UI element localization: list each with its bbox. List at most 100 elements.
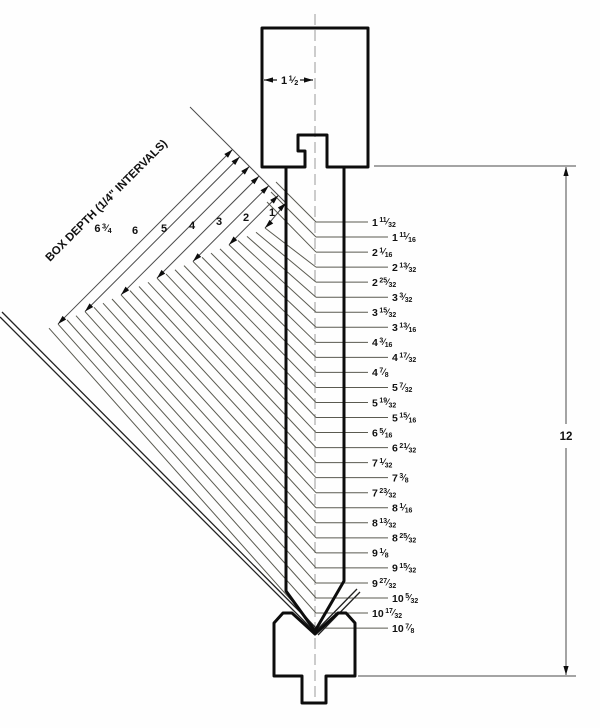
depth-leader-diagonal [57, 323, 317, 614]
dimension-arrowhead [250, 176, 260, 185]
depth-leader-diagonal [174, 269, 317, 418]
sheet-line [0, 316, 316, 633]
dimension-arrowhead [231, 156, 240, 165]
die [272, 611, 357, 705]
depth-leader-diagonal [210, 252, 317, 358]
depth-leader-diagonal [237, 240, 317, 313]
dimension-arrowhead [264, 77, 273, 83]
depth-leader-diagonal [275, 181, 317, 223]
box-depth-arm [84, 156, 241, 312]
depth-leader-diagonal [84, 311, 317, 569]
depth-leader-diagonal [264, 227, 317, 268]
depth-leader-diagonal [246, 235, 317, 298]
box-depth-label: 6 [132, 225, 138, 237]
depth-leader-diagonal [270, 191, 317, 238]
dimension-arrowhead [85, 303, 94, 312]
depth-leader-diagonal [183, 265, 317, 403]
box-depth-label: 4 [189, 220, 196, 232]
axis-line [189, 106, 287, 204]
box-depth-label: 5 [161, 223, 167, 235]
depth-leader-diagonal [165, 273, 317, 433]
depth-leader-diagonal [102, 302, 317, 539]
depth-leader-diagonal [219, 248, 317, 343]
depth-leader-diagonal [111, 298, 317, 524]
dimension-arrowhead [304, 77, 313, 83]
depth-leader-diagonal [129, 290, 317, 494]
dimension-arrowhead [193, 253, 202, 262]
dimension-arrowhead [121, 286, 130, 295]
dimension-arrowhead [58, 315, 67, 325]
box-depth-label: 2 [243, 212, 249, 224]
punch-blade [284, 167, 346, 633]
sheet-line [1, 311, 317, 629]
depth-leader-diagonal [93, 307, 317, 554]
overall-height-label: 12 [560, 431, 573, 443]
dimension-arrowhead [241, 166, 250, 175]
sheet-line [314, 588, 358, 633]
depth-leader-diagonal [192, 261, 317, 388]
dimension-arrowhead [157, 269, 166, 279]
box-depth-arm [228, 195, 279, 246]
dimension-arrowhead [563, 666, 569, 675]
depth-leader-diagonal [156, 277, 317, 448]
dimension-arrowhead [277, 203, 286, 212]
box-depth-arm [120, 166, 250, 296]
box-depth-arm [57, 149, 233, 325]
depth-leader-diagonal [266, 201, 317, 253]
dimension-arrowhead [265, 219, 274, 229]
dimension-arrowhead [224, 149, 233, 158]
box-depth-arm [156, 175, 260, 279]
height-dimension: 12 [358, 165, 576, 677]
depth-leader-diagonal [138, 286, 317, 479]
depth-leader-diagonal [48, 327, 317, 629]
depth-leader-diagonal [228, 244, 317, 328]
box-depth-arm [192, 185, 270, 262]
depth-leader-diagonal [75, 315, 317, 584]
depth-leader-diagonal [201, 256, 317, 373]
dimension-arrowhead [563, 167, 569, 176]
box-depth-label: 3 [216, 216, 222, 228]
dimension-arrowhead [229, 236, 238, 245]
dimension-arrowhead [260, 185, 269, 194]
depth-leader-diagonal [120, 294, 317, 509]
depth-leader-diagonal [147, 281, 317, 463]
punch-holder [260, 26, 370, 169]
box-depth-label: 1 [269, 207, 275, 219]
dimension-arrowhead [270, 195, 279, 204]
depth-leader-diagonal [66, 319, 317, 599]
